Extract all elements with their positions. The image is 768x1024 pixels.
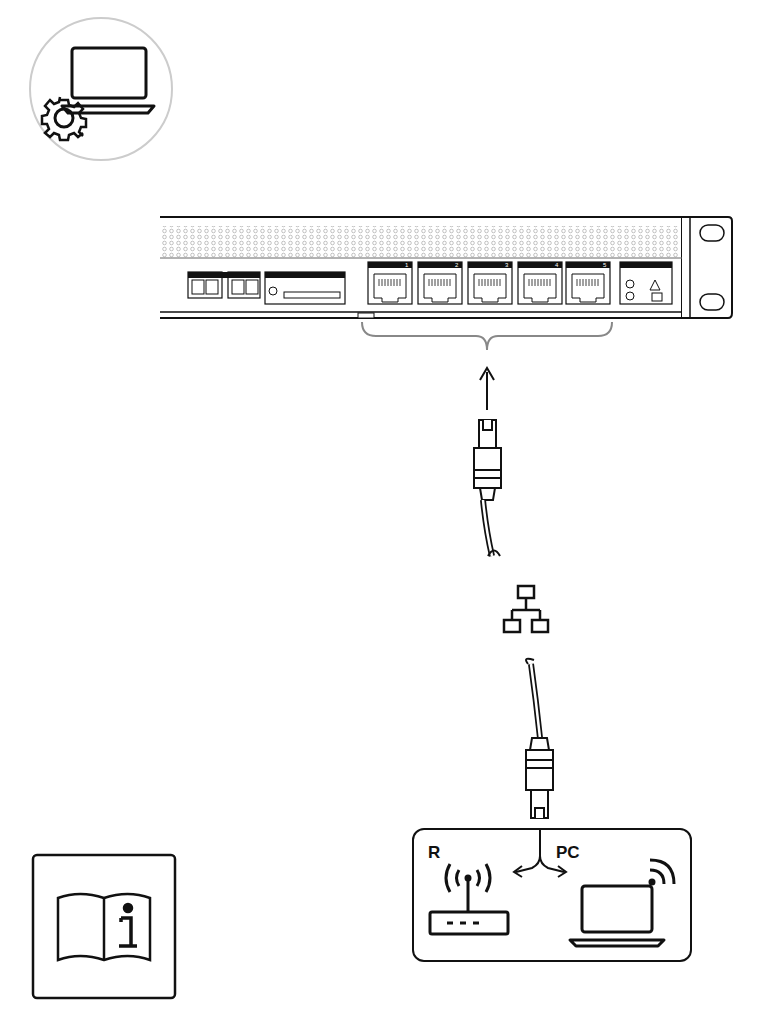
device-group-box: R PC (412, 828, 692, 962)
port-number: 2 (454, 262, 459, 268)
rj45-port (566, 262, 610, 304)
port-number: 1 (404, 262, 409, 268)
port-number: 5 (602, 262, 607, 268)
rj45-port (518, 262, 562, 304)
laptop-icon (570, 860, 674, 946)
rj45-port (468, 262, 512, 304)
device-letter: PC (556, 844, 580, 861)
rack-unit (160, 217, 732, 318)
port-number: 3 (504, 262, 509, 268)
manual-icon (33, 855, 175, 998)
port-number: 4 (554, 262, 559, 268)
bracket (362, 322, 612, 350)
rj45-port (368, 262, 412, 304)
config-icon (30, 18, 172, 160)
network-symbol (504, 586, 548, 632)
ethernet-cable (474, 420, 501, 556)
ethernet-cable (526, 659, 553, 818)
device-letter: R (428, 844, 440, 861)
router-icon (430, 864, 508, 934)
rj45-port (418, 262, 462, 304)
